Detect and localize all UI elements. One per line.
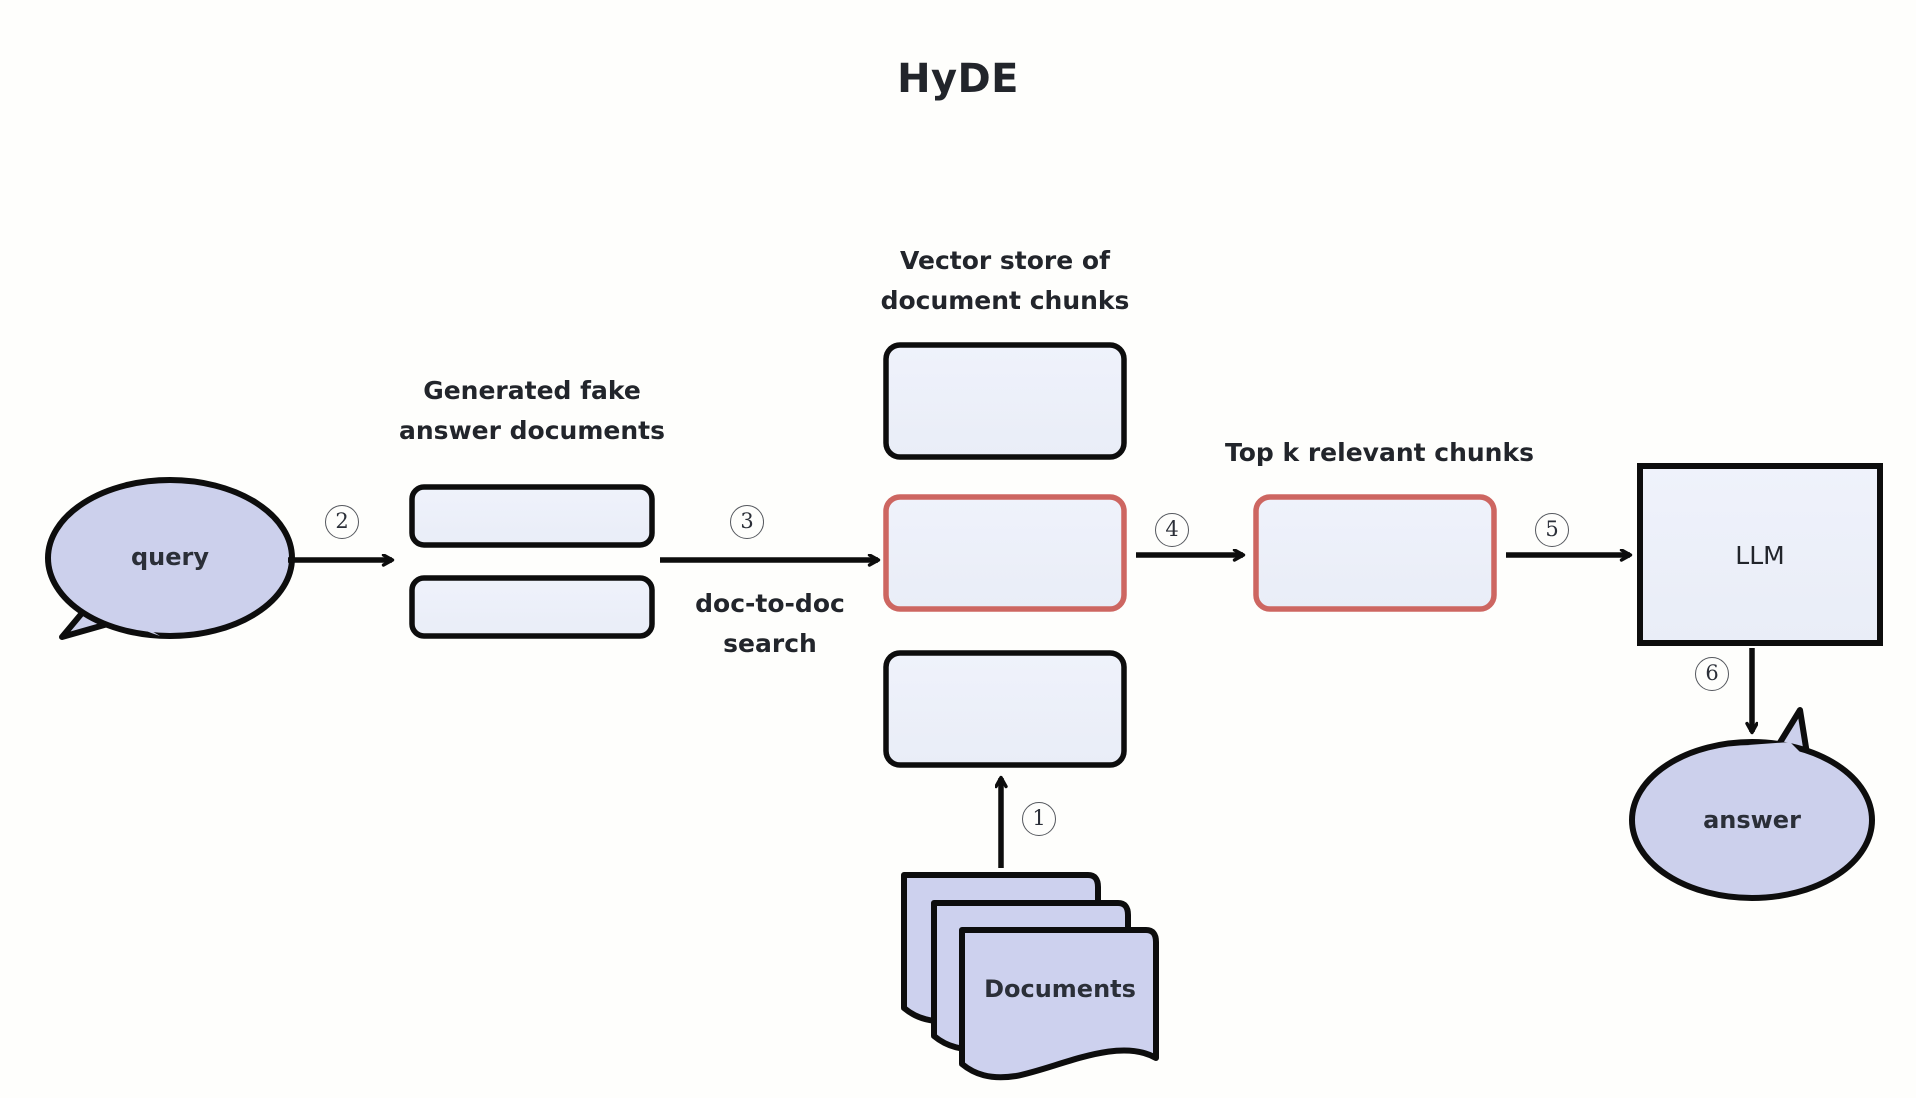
step-badge-4: 4	[1155, 513, 1189, 547]
node-fake-doc-2[interactable]	[409, 575, 655, 639]
step-badge-5: 5	[1535, 513, 1569, 547]
node-topk-chunk[interactable]	[1253, 494, 1497, 612]
node-query[interactable]	[45, 477, 295, 640]
step-badge-2: 2	[325, 505, 359, 539]
node-llm[interactable]	[1637, 463, 1883, 646]
node-vector-chunk-3[interactable]	[883, 650, 1127, 768]
step-badge-6: 6	[1695, 657, 1729, 691]
query-bubble-body	[45, 477, 295, 639]
node-fake-doc-1[interactable]	[409, 484, 655, 548]
node-vector-chunk-1[interactable]	[883, 342, 1127, 460]
node-answer[interactable]	[1629, 707, 1875, 901]
document-sheet-front	[959, 927, 1159, 1081]
step-badge-3: 3	[730, 505, 764, 539]
answer-bubble-body	[1629, 739, 1875, 901]
node-vector-chunk-2-highlighted[interactable]	[883, 494, 1127, 612]
node-documents-stack[interactable]	[901, 872, 1159, 1081]
step-badge-1: 1	[1022, 802, 1056, 836]
